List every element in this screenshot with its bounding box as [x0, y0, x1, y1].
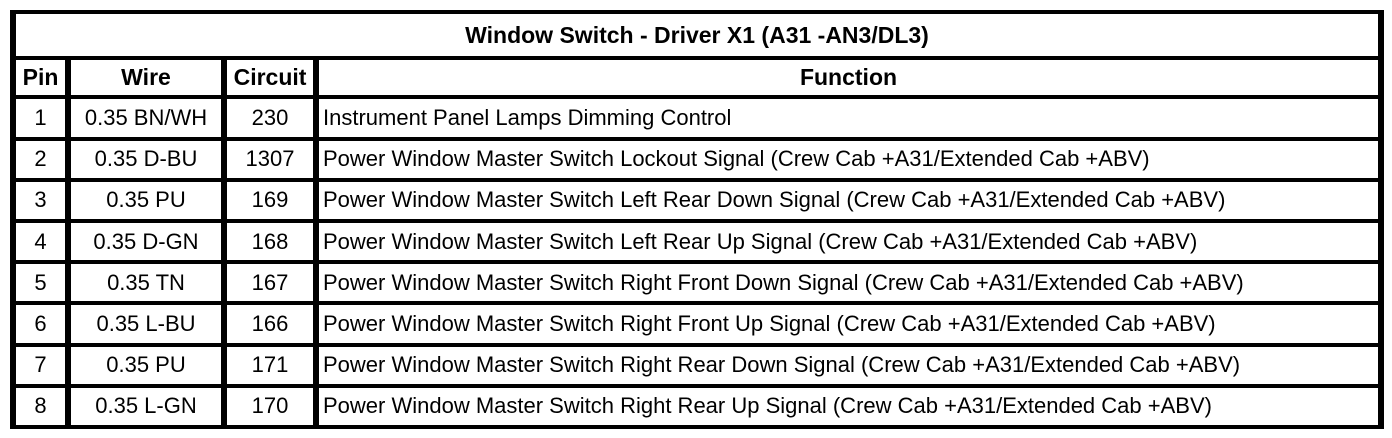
- col-header-wire: Wire: [65, 56, 227, 100]
- table-row: 1 0.35 BN/WH 230 Instrument Panel Lamps …: [10, 95, 1384, 141]
- function-cell: Power Window Master Switch Right Rear Up…: [313, 383, 1384, 430]
- pin-cell: 7: [10, 342, 71, 388]
- circuit-cell: 170: [221, 383, 319, 430]
- wire-cell: 0.35 D-BU: [65, 136, 227, 182]
- function-cell: Power Window Master Switch Left Rear Dow…: [313, 177, 1384, 224]
- table-row: 7 0.35 PU 171 Power Window Master Switch…: [10, 342, 1384, 388]
- function-cell: Power Window Master Switch Right Front D…: [313, 260, 1384, 306]
- table-row: 6 0.35 L-BU 166 Power Window Master Swit…: [10, 301, 1384, 347]
- wire-cell: 0.35 PU: [65, 342, 227, 388]
- wire-cell: 0.35 L-BU: [65, 301, 227, 347]
- table-row: 8 0.35 L-GN 170 Power Window Master Swit…: [10, 383, 1384, 430]
- wire-cell: 0.35 BN/WH: [65, 95, 227, 141]
- circuit-cell: 1307: [221, 136, 319, 182]
- circuit-cell: 168: [221, 219, 319, 265]
- function-cell: Power Window Master Switch Right Front U…: [313, 301, 1384, 347]
- col-header-function: Function: [313, 56, 1384, 100]
- wire-cell: 0.35 TN: [65, 260, 227, 306]
- pin-cell: 1: [10, 95, 71, 141]
- table-row: 2 0.35 D-BU 1307 Power Window Master Swi…: [10, 136, 1384, 182]
- function-cell: Power Window Master Switch Right Rear Do…: [313, 342, 1384, 388]
- circuit-cell: 171: [221, 342, 319, 388]
- circuit-cell: 230: [221, 95, 319, 141]
- wire-cell: 0.35 L-GN: [65, 383, 227, 430]
- table-header-row: Pin Wire Circuit Function: [10, 56, 1384, 100]
- pin-cell: 8: [10, 383, 71, 430]
- col-header-circuit: Circuit: [221, 56, 319, 100]
- wire-cell: 0.35 D-GN: [65, 219, 227, 265]
- function-cell: Power Window Master Switch Left Rear Up …: [313, 219, 1384, 265]
- function-cell: Power Window Master Switch Lockout Signa…: [313, 136, 1384, 182]
- circuit-cell: 166: [221, 301, 319, 347]
- pin-cell: 3: [10, 177, 71, 224]
- circuit-cell: 167: [221, 260, 319, 306]
- pin-cell: 5: [10, 260, 71, 306]
- table-title: Window Switch - Driver X1 (A31 -AN3/DL3): [10, 9, 1384, 61]
- col-header-pin: Pin: [10, 56, 71, 100]
- pinout-table: Window Switch - Driver X1 (A31 -AN3/DL3)…: [10, 9, 1384, 430]
- pin-cell: 2: [10, 136, 71, 182]
- circuit-cell: 169: [221, 177, 319, 224]
- table-row: 5 0.35 TN 167 Power Window Master Switch…: [10, 260, 1384, 306]
- table-row: 3 0.35 PU 169 Power Window Master Switch…: [10, 177, 1384, 224]
- pin-cell: 6: [10, 301, 71, 347]
- function-cell: Instrument Panel Lamps Dimming Control: [313, 95, 1384, 141]
- table-row: 4 0.35 D-GN 168 Power Window Master Swit…: [10, 219, 1384, 265]
- pin-cell: 4: [10, 219, 71, 265]
- wire-cell: 0.35 PU: [65, 177, 227, 224]
- table-title-row: Window Switch - Driver X1 (A31 -AN3/DL3): [10, 9, 1384, 61]
